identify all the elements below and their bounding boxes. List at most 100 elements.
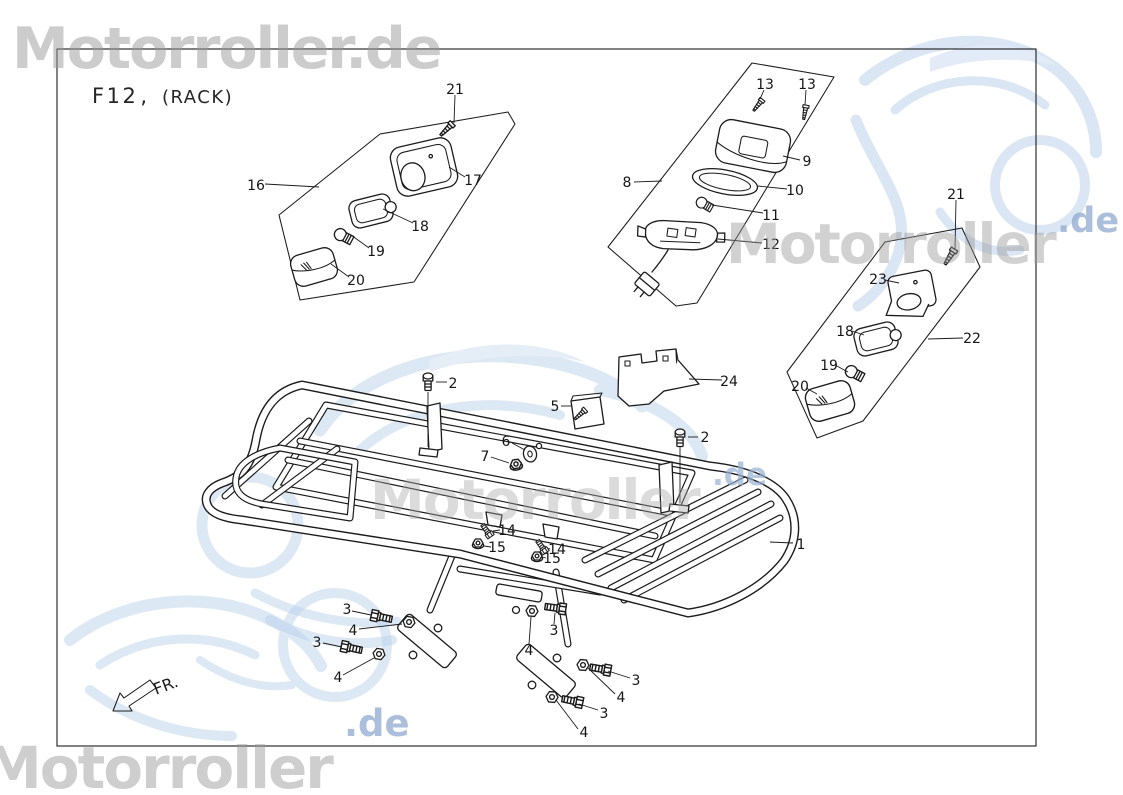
callout-leader-line: [954, 199, 957, 250]
left-taillight-group: [278, 111, 516, 301]
callout-leader-line: [717, 238, 763, 244]
callout-leader-line: [528, 616, 532, 645]
callout-leader-line: [330, 263, 350, 278]
callout-leader-line: [382, 208, 414, 224]
rear-lamp-group-middle: [607, 62, 835, 307]
callout-label: 3: [600, 706, 609, 722]
callout-label: 7: [481, 449, 490, 465]
callout-leader-line: [511, 442, 526, 451]
callout-leader-line: [350, 234, 370, 249]
callout-leader-line: [351, 610, 372, 616]
bulb-11: [693, 194, 716, 214]
bolt-3-e: [560, 692, 585, 710]
washer-6: [522, 445, 538, 463]
callout-leader-line: [834, 364, 849, 373]
callout-label: 3: [343, 602, 352, 618]
bolt-2-front: [422, 372, 434, 392]
figure-code: F12: [92, 84, 139, 108]
callout-leader-line: [555, 699, 579, 730]
callout-label: 4: [580, 725, 589, 741]
callout-label: 15: [543, 551, 561, 567]
callout-label: 2: [449, 376, 458, 392]
callout-leader-line: [633, 180, 663, 183]
callout-leader-line: [782, 155, 801, 161]
nut-7: [508, 458, 524, 472]
callout-label: 21: [446, 82, 464, 98]
callout-label: 2: [701, 430, 710, 446]
callout-label: 11: [762, 208, 780, 224]
callout-label: 14: [498, 523, 516, 539]
callout-label: 13: [756, 77, 774, 93]
lamp-base-12: [636, 219, 726, 251]
callout-label: 5: [551, 399, 560, 415]
bulb-19-right: [842, 362, 867, 384]
lamp-bracket-23: [885, 269, 937, 318]
callout-label: 16: [247, 178, 265, 194]
callout-leader-line: [553, 612, 556, 625]
callout-label: 1: [797, 537, 806, 553]
callout-leader-line: [688, 378, 723, 381]
figure-comma: ,: [140, 84, 147, 108]
page-title: F12, (RACK): [92, 84, 233, 108]
rack-mount-tab-front: [426, 402, 443, 453]
callout-label: 21: [947, 187, 965, 203]
callout-label: 9: [803, 154, 812, 170]
callout-label: 19: [820, 358, 838, 374]
page-border: [56, 48, 1037, 747]
callout-label: 23: [869, 272, 887, 288]
nut-15-a: [471, 538, 485, 550]
callout-label: 22: [963, 331, 981, 347]
callout-label: 13: [798, 77, 816, 93]
bulb-19-left: [331, 225, 356, 247]
callout-leader-line: [541, 556, 547, 559]
callout-label: 18: [411, 219, 429, 235]
callout-leader-line: [805, 387, 818, 395]
callout-label: 4: [617, 690, 626, 706]
callout-leader-line: [490, 456, 510, 464]
callout-label: 12: [762, 237, 780, 253]
callout-leader-line: [578, 703, 599, 711]
watermark-scooter-art-topright: [850, 35, 1102, 312]
callout-label: 6: [502, 434, 511, 450]
bolt-2-rear: [674, 428, 686, 448]
bolt-3-c: [543, 600, 568, 616]
callout-leader-line: [804, 89, 807, 106]
callout-label: 8: [623, 175, 632, 191]
callout-label: 3: [632, 673, 641, 689]
callout-label: 17: [464, 173, 482, 189]
callout-leader-line: [711, 204, 764, 214]
callout-leader-line: [607, 670, 631, 679]
callout-label: 3: [550, 623, 559, 639]
callout-label: 19: [367, 244, 385, 260]
wire-connector: [633, 271, 660, 298]
callout-leader-line: [851, 330, 865, 336]
gasket-10: [691, 167, 759, 197]
callout-label: 14: [548, 542, 566, 558]
callout-label: 24: [720, 374, 738, 390]
lamp-housing-9: [714, 118, 792, 174]
callout-leader-line: [492, 529, 501, 532]
callout-leader-line: [264, 183, 320, 188]
callout-leader-line: [453, 94, 456, 124]
callout-leader-line: [759, 89, 765, 100]
callout-label: 4: [525, 643, 534, 659]
reflector-plate-5: [570, 392, 605, 430]
support-bracket-24: [617, 348, 700, 407]
callout-leader-line: [587, 667, 616, 695]
callout-label: 18: [836, 324, 854, 340]
right-taillight-group: [786, 227, 981, 439]
callout-leader-line: [448, 166, 466, 178]
lens-cover-20-right: [802, 377, 858, 425]
lens-gasket-18-left: [346, 190, 400, 231]
callout-leader-line: [322, 642, 343, 648]
callout-label: 4: [334, 670, 343, 686]
taillight-housing-17: [389, 137, 459, 197]
callout-leader-line: [483, 545, 492, 548]
figure-name: (RACK): [162, 87, 234, 108]
bolt-3-d: [588, 660, 613, 677]
watermark-scooter-art-bottomleft: [64, 588, 392, 741]
callout-label: 20: [791, 379, 809, 395]
callout-label: 3: [313, 635, 322, 651]
